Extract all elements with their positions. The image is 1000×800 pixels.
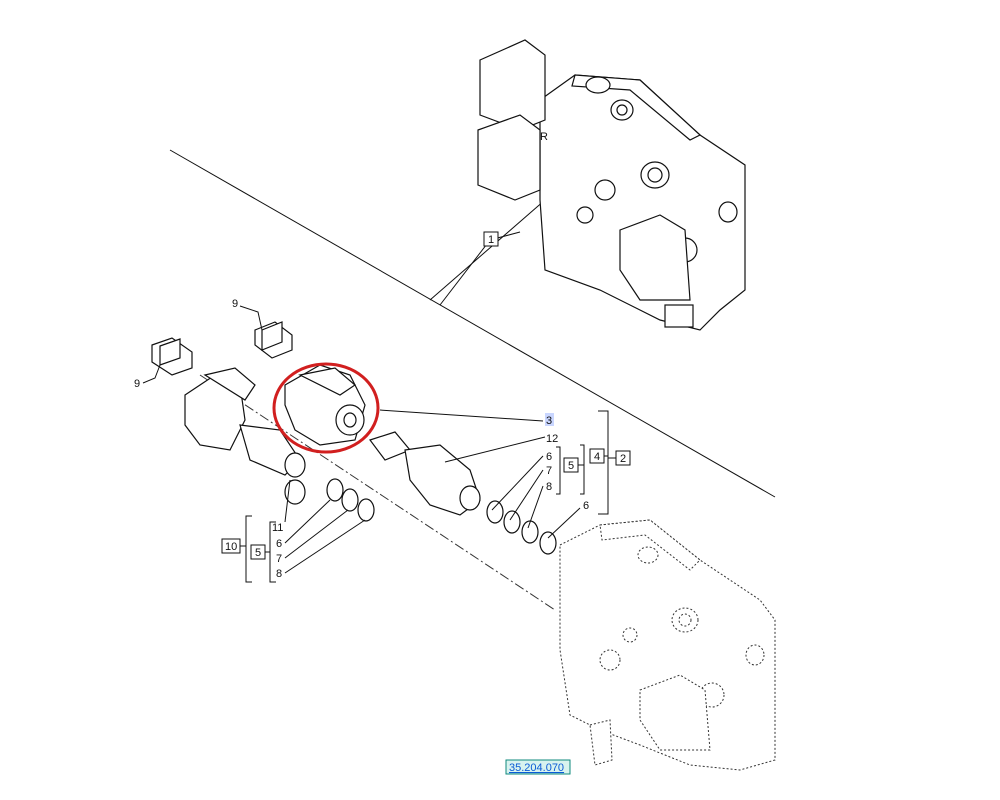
callout-9-lower[interactable]: 9 xyxy=(134,378,140,390)
callout-box-4 xyxy=(589,448,605,464)
valve-body-bottom xyxy=(559,519,776,771)
callout-6-left[interactable]: 6 xyxy=(276,538,282,550)
callout-10[interactable]: 10 xyxy=(225,541,237,553)
callout-box-1 xyxy=(483,231,499,247)
callout-11[interactable]: 11 xyxy=(272,522,283,534)
callout-box-10 xyxy=(221,538,241,554)
selected-callout-highlight xyxy=(545,413,554,426)
reference-link-box xyxy=(505,759,571,775)
callout-6-far-right[interactable]: 6 xyxy=(583,500,589,512)
callout-4[interactable]: 4 xyxy=(594,451,600,463)
callout-7-left[interactable]: 7 xyxy=(276,553,282,565)
callout-9-upper[interactable]: 9 xyxy=(232,298,238,310)
callout-2[interactable]: 2 xyxy=(620,453,626,465)
callout-6-right[interactable]: 6 xyxy=(546,451,552,463)
solenoid-coil-3 xyxy=(284,364,366,446)
callout-box-2 xyxy=(615,450,631,466)
callout-5-left[interactable]: 5 xyxy=(255,547,261,559)
callout-12[interactable]: 12 xyxy=(546,433,558,445)
section-plane-lines xyxy=(169,149,776,498)
connector-9-lower xyxy=(151,337,193,376)
valve-cartridge-12 xyxy=(369,431,481,516)
highlight-ring xyxy=(272,362,380,454)
valve-body-top: R xyxy=(477,39,746,331)
reference-link[interactable]: 35.204.070 xyxy=(509,762,564,774)
callout-5-right[interactable]: 5 xyxy=(568,460,574,472)
callout-8-left[interactable]: 8 xyxy=(276,568,282,580)
callout-3[interactable]: 3 xyxy=(546,415,552,427)
callout-8-right[interactable]: 8 xyxy=(546,481,552,493)
solenoid-coil-left xyxy=(184,367,306,505)
callout-box-5-right xyxy=(563,457,579,473)
o-rings-right xyxy=(486,500,557,555)
bracket-lines xyxy=(240,410,616,583)
svg-text:R: R xyxy=(540,131,548,143)
o-rings-left xyxy=(326,478,375,522)
callout-7-right[interactable]: 7 xyxy=(546,465,552,477)
assembly-axis xyxy=(199,374,556,611)
connector-9-upper xyxy=(254,321,293,359)
callout-1[interactable]: 1 xyxy=(488,234,494,246)
callout-box-5-left xyxy=(250,544,266,560)
